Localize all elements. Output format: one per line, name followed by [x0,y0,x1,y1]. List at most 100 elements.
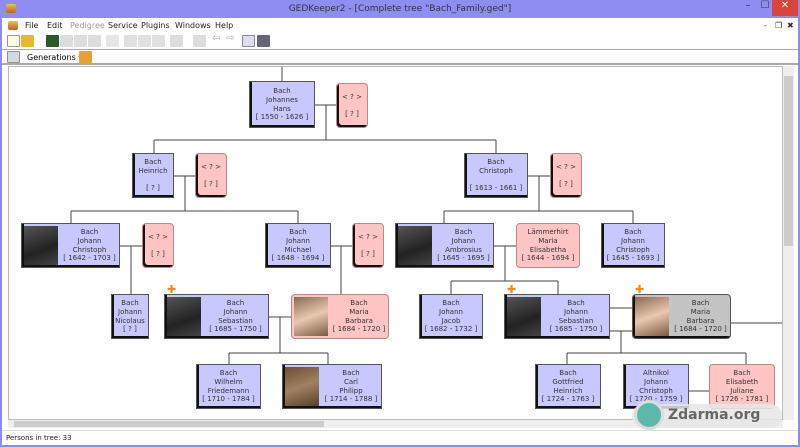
mdi-restore-button[interactable]: ❐ [775,21,783,30]
print-icon[interactable] [257,35,270,47]
portrait-photo [167,297,201,336]
person-line: Bach [442,299,460,308]
person-line [551,171,581,180]
edit-record-icon[interactable] [74,35,87,47]
add-record-icon[interactable] [60,35,73,47]
tree-ancestors-icon[interactable] [124,35,137,47]
menu-file[interactable]: File [25,21,39,30]
tree-both-icon[interactable] [152,35,165,47]
maximize-button[interactable]: ☐ [760,0,770,11]
app-icon [6,4,16,13]
person-line: Bach [342,369,360,378]
generations-dropdown[interactable]: Generations ▾ [27,53,83,62]
menu-plugins[interactable]: Plugins [141,21,170,30]
person-line: Barbara [686,316,715,325]
print-preview-icon[interactable] [242,35,255,47]
menu-windows[interactable]: Windows [175,21,211,30]
person-line: [ ? ] [146,184,160,193]
filter-icon[interactable] [106,35,119,47]
person-line: Bach [691,299,710,308]
person-line: [ 1642 - 1703 ] [63,254,116,263]
window-title: GEDKeeper2 - [Complete tree "Bach_Family… [288,4,512,14]
tree-descendants-icon[interactable] [138,35,151,47]
open-folder-icon[interactable] [21,35,34,47]
person-line: < ? > [358,232,378,241]
person-line: [ 1710 - 1784 ] [202,395,255,404]
stats-icon[interactable] [193,35,206,47]
person-line: [ 1644 - 1694 ] [521,254,575,263]
person-line: Christoph [639,386,673,395]
image-save-icon[interactable] [7,51,20,63]
person-line: Barbara [345,316,373,325]
minimize-button[interactable]: – [745,0,751,11]
person-line: [ 1682 - 1732 ] [424,325,478,334]
menu-pedigree[interactable]: Pedigree [70,21,105,30]
pedigree-icon[interactable] [170,35,183,47]
person-line: Bach [559,369,577,378]
watermark-logo: Zdarma.org [632,400,782,430]
person-line: Bach [350,299,368,308]
options-dropdown-icon[interactable] [79,51,92,63]
person-line: Sebastian [558,316,594,325]
vertical-scrollbar[interactable] [783,66,794,420]
forward-arrow-icon[interactable]: ⇨ [226,33,235,44]
person-box-hans_sp[interactable]: < ? >[ ? ] [336,83,368,128]
horizontal-scrollbar[interactable] [8,420,783,428]
person-box-jm_sp[interactable]: < ? >[ ? ] [352,223,384,268]
delete-record-icon[interactable] [88,35,101,47]
back-arrow-icon[interactable]: ⇦ [212,33,221,44]
person-line: Carl [344,377,358,386]
person-line: [ 1645 - 1695 ] [437,254,490,263]
horizontal-scroll-thumb[interactable] [14,421,324,427]
save-icon[interactable] [46,35,59,47]
close-button[interactable]: ✕ [772,0,798,16]
new-file-icon[interactable] [7,35,20,47]
person-line: Elisabeth [725,377,759,386]
menu-service[interactable]: Service [108,21,138,30]
person-line: Bach [487,158,505,167]
person-info: < ? >[ ? ] [353,224,383,267]
person-line: [ ? ] [204,179,218,188]
person-line: Bach [733,369,751,378]
menu-help[interactable]: Help [215,21,234,30]
person-line: Johannes [266,95,298,104]
vertical-scroll-thumb[interactable] [784,76,793,246]
person-line: [ ? ] [559,179,573,188]
main-toolbar: ⇦ ⇨ [2,33,798,50]
person-box-jc1642_sp[interactable]: < ? >[ ? ] [142,223,174,268]
mdi-minimize-button[interactable]: - [764,21,767,30]
person-line: Juliane [730,386,754,395]
menu-edit[interactable]: Edit [47,21,63,30]
person-box-heinrich_sp[interactable]: < ? >[ ? ] [195,153,227,198]
person-info: < ? >[ ? ] [337,84,367,127]
mdi-close-button[interactable]: ✖ [787,21,794,30]
person-info: < ? >[ ? ] [196,154,226,197]
person-box-christoph_sp[interactable]: < ? >[ ? ] [550,153,582,198]
